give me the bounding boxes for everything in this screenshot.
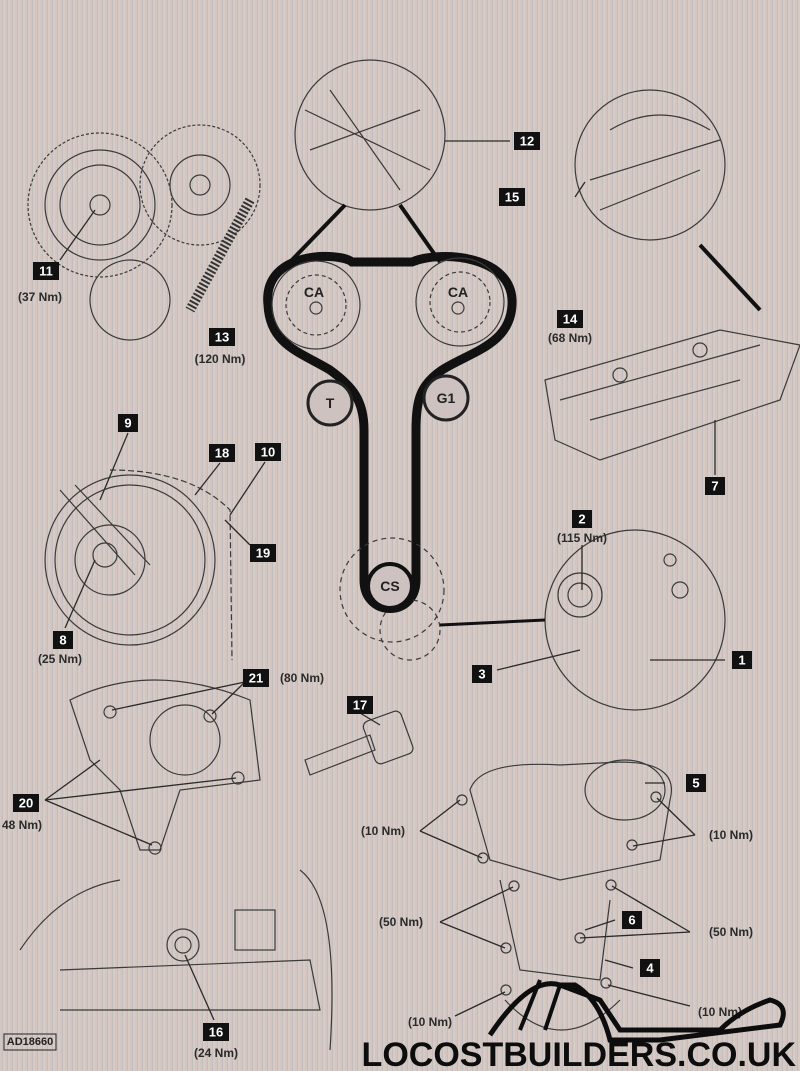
svg-text:19: 19 bbox=[256, 546, 270, 561]
torque-8: (25 Nm) bbox=[38, 652, 82, 666]
pulley-label-cam-left: CA bbox=[304, 284, 324, 300]
timing-cover-drawing bbox=[419, 759, 696, 1031]
svg-text:2: 2 bbox=[578, 512, 585, 527]
callout-17: 17 bbox=[347, 696, 373, 714]
guide-pulley: G1 bbox=[422, 374, 470, 422]
svg-text:9: 9 bbox=[124, 416, 131, 431]
crank-pulley: CS bbox=[339, 537, 445, 661]
svg-text:1: 1 bbox=[738, 653, 745, 668]
cylinder-head-drawing bbox=[544, 329, 800, 475]
torque-20: 48 Nm) bbox=[2, 818, 42, 832]
torque-cover-right-mid: (50 Nm) bbox=[709, 925, 753, 939]
svg-text:14: 14 bbox=[563, 312, 578, 327]
callout-12: 12 bbox=[514, 132, 540, 150]
callout-20: 20 bbox=[13, 794, 39, 812]
svg-text:15: 15 bbox=[505, 190, 519, 205]
pulley-label-cam-right: CA bbox=[448, 284, 468, 300]
watermark-text: LOCOSTBUILDERS.CO.UK bbox=[362, 1036, 797, 1071]
crankshaft-inset bbox=[439, 529, 726, 711]
callout-labels: 11 12 15 13 14 9 18 10 19 8 7 2 3 1 21 1… bbox=[13, 132, 752, 1041]
torque-13: (120 Nm) bbox=[195, 352, 246, 366]
callout-8: 8 bbox=[53, 631, 73, 649]
svg-text:4: 4 bbox=[646, 961, 654, 976]
camshaft-inset-drawing bbox=[288, 59, 510, 264]
torque-cover-right-bottom: (10 Nm) bbox=[698, 1005, 742, 1019]
callout-19: 19 bbox=[250, 544, 276, 562]
cam-pulley-right: CA bbox=[415, 257, 505, 347]
callout-2: 2 bbox=[572, 510, 592, 528]
svg-text:AD18660: AD18660 bbox=[7, 1036, 53, 1048]
tensioner-drawing bbox=[44, 679, 261, 855]
tool-drawing bbox=[304, 710, 414, 776]
svg-text:7: 7 bbox=[711, 479, 718, 494]
callout-9: 9 bbox=[118, 414, 138, 432]
crank-sprocket-drawing bbox=[44, 432, 266, 661]
cam-pulley-left: CA bbox=[271, 260, 361, 350]
callout-10: 10 bbox=[255, 443, 281, 461]
torque-cover-right-top: (10 Nm) bbox=[709, 828, 753, 842]
idler-drawing bbox=[19, 869, 333, 1051]
callout-14: 14 bbox=[557, 310, 583, 328]
locostbuilders-logo: LOCOSTBUILDERS.CO.UK bbox=[362, 979, 797, 1071]
pulley-label-guide: G1 bbox=[437, 390, 456, 406]
callout-6: 6 bbox=[622, 911, 642, 929]
torque-cover-left-top: (10 Nm) bbox=[361, 824, 405, 838]
svg-text:16: 16 bbox=[209, 1025, 223, 1040]
callout-18: 18 bbox=[209, 444, 235, 462]
torque-2: (115 Nm) bbox=[557, 531, 607, 545]
cam-pulley-drawing bbox=[27, 124, 261, 341]
callout-11: 11 bbox=[33, 262, 59, 280]
svg-text:3: 3 bbox=[478, 667, 485, 682]
svg-text:12: 12 bbox=[520, 134, 534, 149]
callout-13: 13 bbox=[209, 328, 235, 346]
callout-5: 5 bbox=[686, 774, 706, 792]
torque-labels: (37 Nm) (120 Nm) (68 Nm) (25 Nm) (115 Nm… bbox=[2, 290, 753, 1060]
callout-1: 1 bbox=[732, 651, 752, 669]
tensioner-pulley: T bbox=[306, 379, 354, 427]
svg-text:18: 18 bbox=[215, 446, 229, 461]
svg-text:6: 6 bbox=[628, 913, 635, 928]
svg-text:20: 20 bbox=[19, 796, 33, 811]
torque-11: (37 Nm) bbox=[18, 290, 62, 304]
pulley-label-tensioner: T bbox=[326, 395, 335, 411]
svg-text:17: 17 bbox=[353, 698, 367, 713]
camshaft-lock-inset bbox=[574, 89, 762, 312]
svg-text:21: 21 bbox=[249, 671, 263, 686]
callout-16: 16 bbox=[203, 1023, 229, 1041]
callout-4: 4 bbox=[640, 959, 660, 977]
torque-cover-left-bottom: (10 Nm) bbox=[408, 1015, 452, 1029]
torque-14: (68 Nm) bbox=[548, 331, 592, 345]
timing-belt bbox=[263, 251, 517, 613]
torque-16: (24 Nm) bbox=[194, 1046, 238, 1060]
svg-text:11: 11 bbox=[39, 264, 53, 279]
svg-text:8: 8 bbox=[59, 633, 66, 648]
svg-text:10: 10 bbox=[261, 445, 275, 460]
torque-21: (80 Nm) bbox=[280, 671, 324, 685]
callout-7: 7 bbox=[705, 477, 725, 495]
callout-3: 3 bbox=[472, 665, 492, 683]
callout-21: 21 bbox=[243, 669, 269, 687]
svg-text:13: 13 bbox=[215, 330, 229, 345]
svg-text:5: 5 bbox=[692, 776, 699, 791]
callout-15: 15 bbox=[499, 188, 525, 206]
torque-cover-left-mid: (50 Nm) bbox=[379, 915, 423, 929]
pulley-label-crank: CS bbox=[380, 578, 399, 594]
figure-reference: AD18660 bbox=[3, 1033, 57, 1051]
